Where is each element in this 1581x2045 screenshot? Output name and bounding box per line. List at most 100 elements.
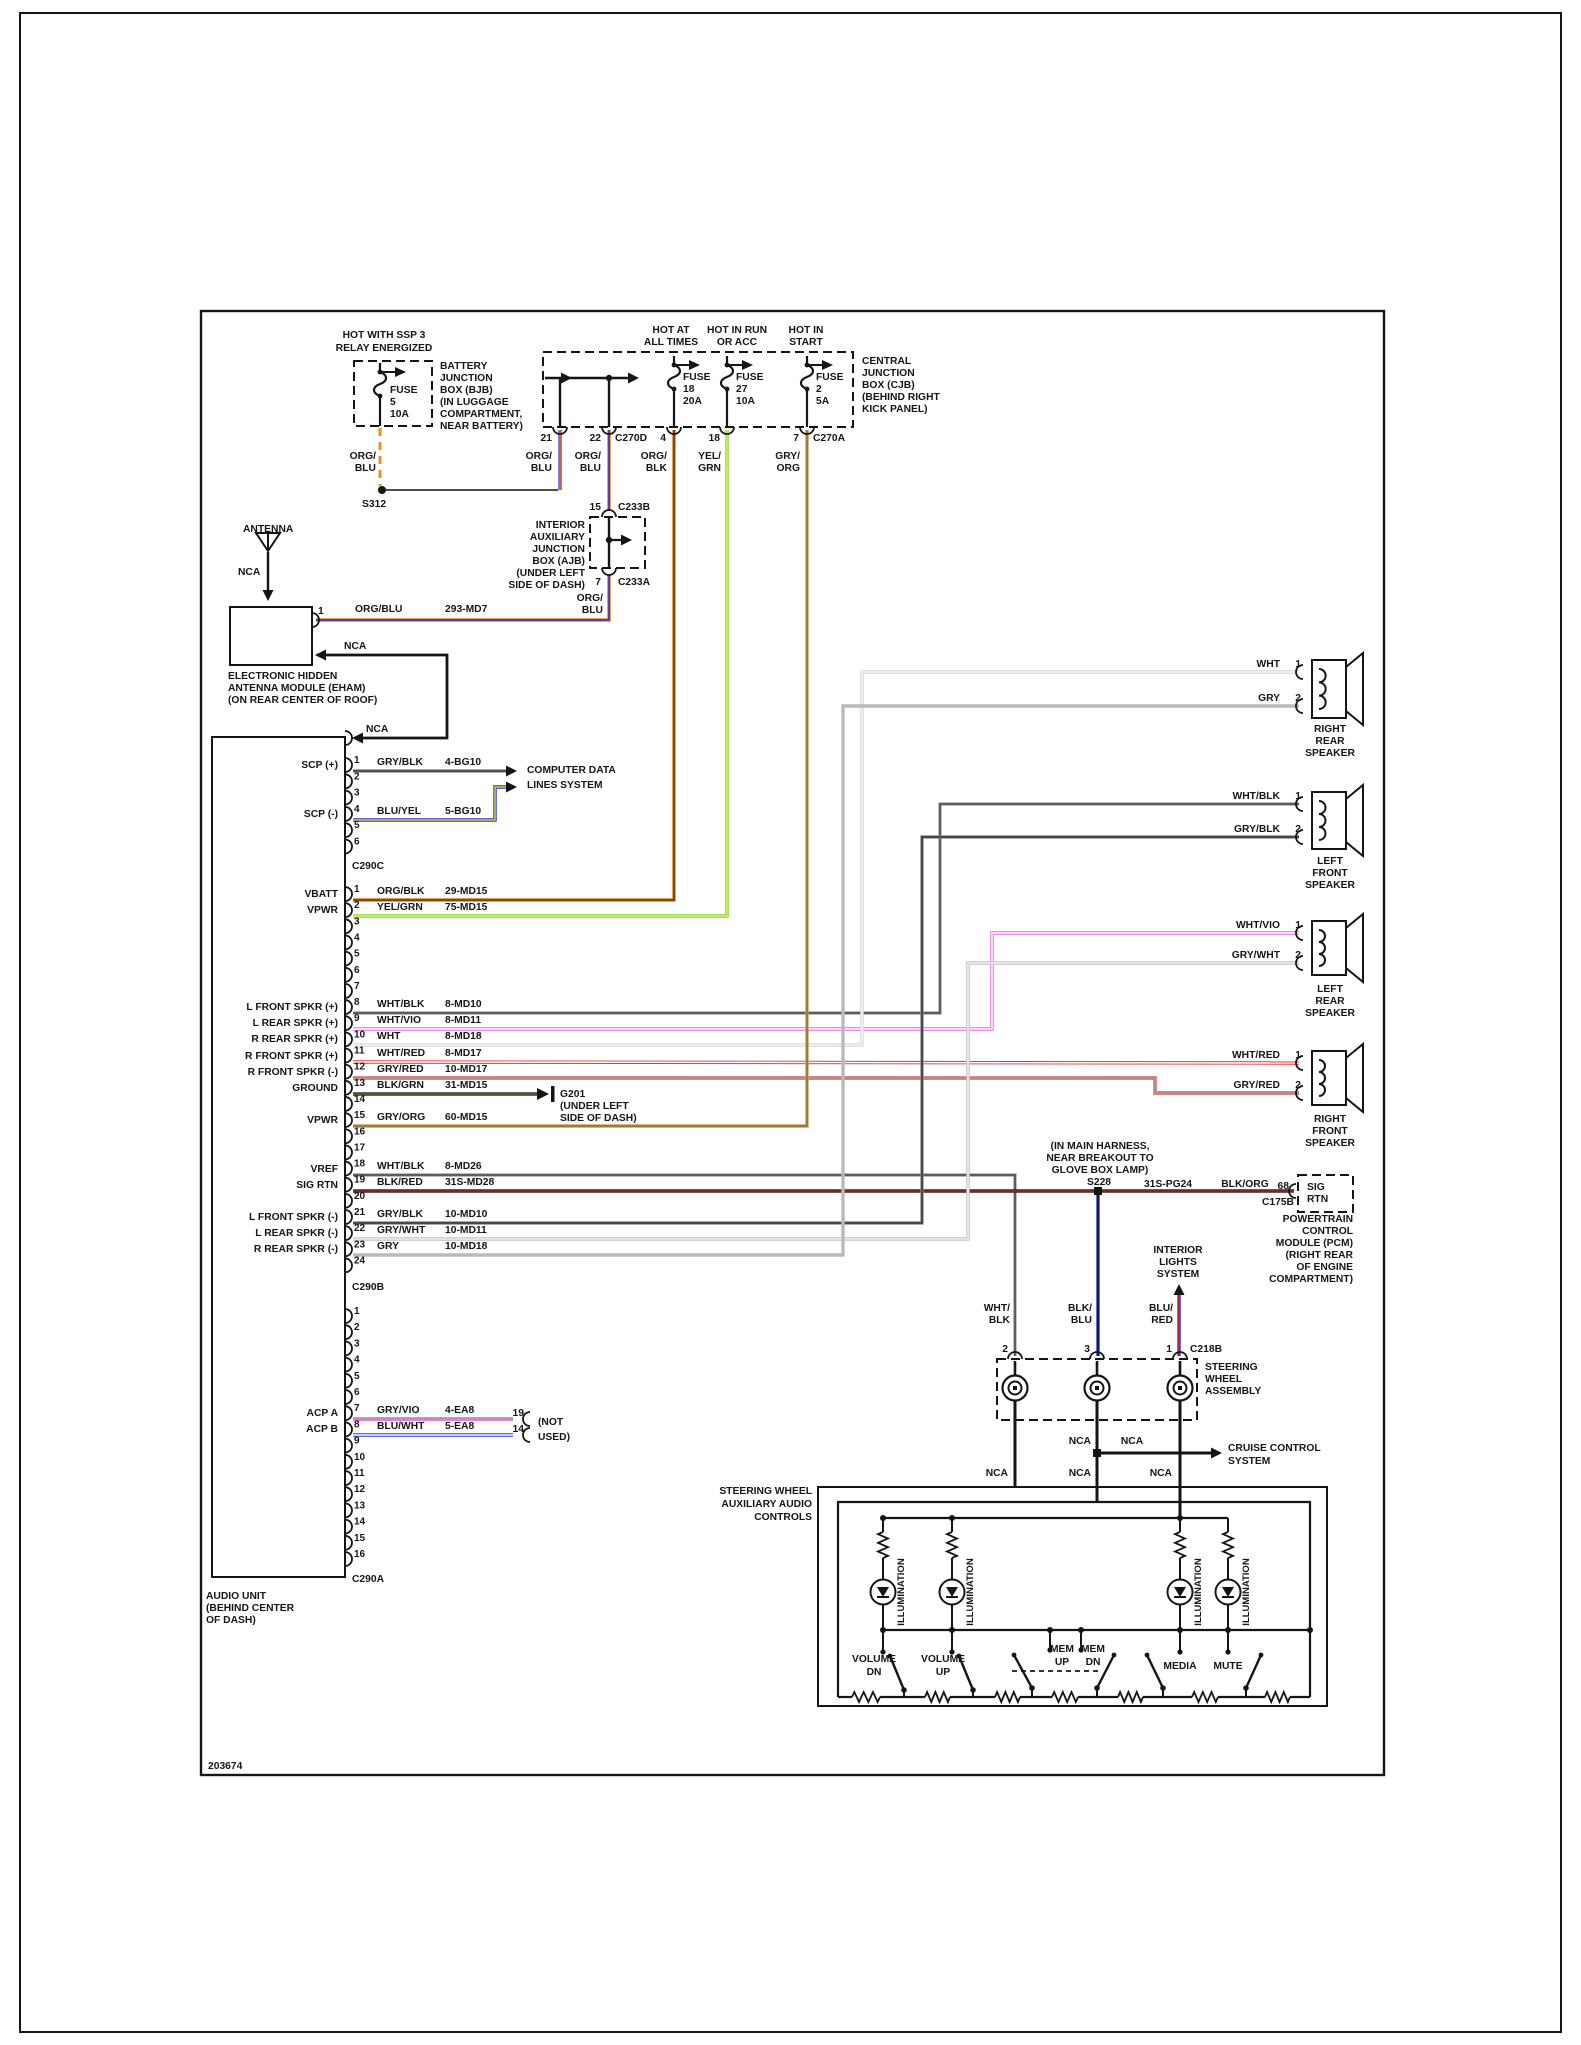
label: AUDIO UNIT [206, 1591, 267, 1602]
label: 18 [683, 384, 695, 395]
label: VBATT [304, 889, 338, 900]
connector-pin [344, 918, 353, 935]
label: GRY/ [775, 451, 800, 462]
label: ORG/BLU [355, 604, 402, 615]
junction-dot [1047, 1627, 1053, 1633]
label: POWERTRAIN [1283, 1214, 1353, 1225]
connector-pin [344, 1389, 353, 1405]
label: (NOT [538, 1417, 564, 1428]
label: ACP B [306, 1424, 338, 1435]
connector-pin [344, 1405, 353, 1422]
label: YEL/ [698, 451, 721, 462]
label: ACP A [307, 1408, 339, 1419]
connector-pin [1295, 664, 1304, 680]
label: WHT/VIO [377, 1015, 421, 1026]
label: ORG/ [641, 451, 667, 462]
label: NCA [238, 567, 261, 578]
connector-pin [344, 1486, 353, 1503]
label: 21 [541, 433, 553, 444]
label: 7 [793, 433, 799, 444]
label: 203674 [208, 1761, 243, 1772]
connector-pin [1172, 1351, 1188, 1360]
pin-number: 12 [354, 1484, 366, 1495]
wire-stripe [353, 671, 1299, 1046]
connector-pin [1295, 925, 1304, 941]
led-diode [877, 1587, 889, 1597]
diagram-frame [199, 309, 1386, 1777]
label: NCA [1069, 1468, 1092, 1479]
label: BLU [582, 605, 603, 616]
connector-pin [666, 426, 682, 435]
label: RTN [1307, 1194, 1328, 1205]
label: 2 [1295, 693, 1301, 704]
resistor-symbol [1117, 1689, 1144, 1705]
label: ORG/ [526, 451, 552, 462]
label: C290B [352, 1282, 384, 1293]
junction-dot [1047, 1647, 1053, 1653]
connector-pin [719, 426, 735, 435]
pin-number: 3 [354, 788, 360, 799]
label: ORG/ [577, 593, 603, 604]
label: SIG [1307, 1182, 1325, 1193]
connector-pin [344, 1176, 353, 1193]
label: NCA [1150, 1468, 1173, 1479]
label: ILLUMINATION [1193, 1558, 1204, 1626]
label: COMPARTMENT) [1269, 1274, 1353, 1285]
label: 15 [590, 502, 602, 513]
label: BLK/GRN [377, 1080, 424, 1091]
label: LINES SYSTEM [527, 780, 603, 791]
fuse-feed-arrow [822, 360, 833, 370]
pin-number: 1 [354, 755, 360, 766]
label: BOX (CJB) [862, 380, 915, 391]
label: BLK/ [1068, 1303, 1092, 1314]
connector-pin [344, 1437, 353, 1454]
connector-pin [344, 1209, 353, 1225]
connector-pin [344, 1421, 353, 1438]
illumination-led-icon [938, 1578, 966, 1606]
clockspring-icon [1001, 1374, 1029, 1402]
label: BLU/YEL [377, 806, 421, 817]
ground-icon [537, 1088, 549, 1100]
junction-dot [1307, 1627, 1313, 1633]
junction-dot [949, 1649, 955, 1655]
label: 31-MD15 [445, 1080, 488, 1091]
connector-pin [344, 1031, 353, 1048]
illumination-led-icon [869, 1578, 897, 1606]
label: SIDE OF DASH) [508, 580, 585, 591]
label: DN [1086, 1657, 1101, 1668]
label: GRY/BLK [1234, 824, 1281, 835]
label: G201 [560, 1089, 585, 1100]
pin-number: 2 [354, 900, 360, 911]
wire [353, 1173, 1017, 1356]
pin-number: 22 [354, 1223, 366, 1234]
label: JUNCTION [532, 544, 585, 555]
wire-stripe [353, 430, 808, 1127]
label: SPEAKER [1305, 1138, 1355, 1149]
speaker-coil [1318, 668, 1327, 710]
speaker-icon [1311, 659, 1347, 719]
label: (IN MAIN HARNESS, [1051, 1141, 1150, 1152]
label: BOX (AJB) [532, 556, 585, 567]
fuse-feed-arrow [742, 360, 753, 370]
pin-number: 18 [354, 1159, 366, 1170]
label: 2 [1295, 950, 1301, 961]
label: 1 [1295, 1050, 1301, 1061]
label: SCP (-) [304, 809, 338, 820]
wire-stripe [353, 430, 675, 901]
label: 293-MD7 [445, 604, 488, 615]
connector-pin [344, 999, 353, 1015]
label: 10A [390, 409, 409, 420]
label: FUSE [683, 372, 711, 383]
component-box [1297, 1174, 1354, 1213]
label: ORG/BLK [377, 886, 425, 897]
pin-number: 15 [354, 1533, 366, 1544]
clockspring-center [1178, 1386, 1182, 1390]
label: BLU [531, 463, 552, 474]
pin-number: 6 [354, 837, 360, 848]
pin-number: 4 [354, 804, 360, 815]
label: SPEAKER [1305, 880, 1355, 891]
connector-pin [344, 934, 353, 951]
wire [353, 704, 1299, 1257]
